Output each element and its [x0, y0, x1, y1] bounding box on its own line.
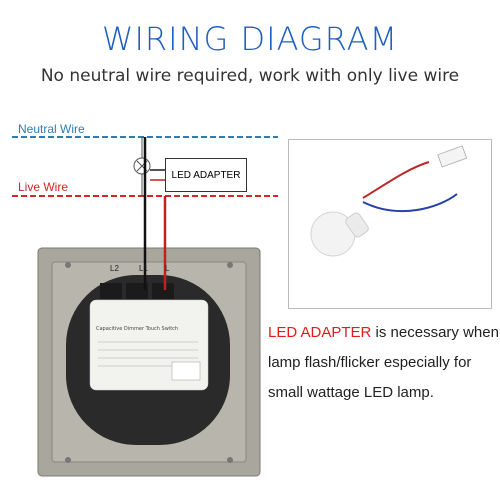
terminal-label: L1 [139, 264, 148, 273]
led-adapter-box: LED ADAPTER [165, 158, 247, 192]
terminal-label: L2 [110, 264, 119, 273]
lamp-symbol [133, 137, 151, 196]
live-wire-label: Live Wire [18, 180, 69, 194]
led-adapter-label: LED ADAPTER [171, 169, 241, 181]
led-lamp-photo [288, 139, 492, 309]
page-title: WIRING DIAGRAM [101, 20, 399, 58]
adapter-caption: LED ADAPTER is necessary when lamp flash… [268, 318, 500, 408]
caption-text: is necessary when lamp flash/flicker esp… [268, 324, 499, 401]
switch-plate-title: Capacitive Dimmer Touch Switch [96, 326, 179, 332]
led-lamp-illustration [310, 145, 468, 257]
page-subtitle: No neutral wire required, work with only… [40, 66, 460, 86]
terminal-label: L [165, 264, 170, 273]
switch-device [37, 137, 261, 477]
neutral-wire-label: Neutral Wire [18, 122, 85, 136]
caption-highlight: LED ADAPTER [268, 324, 372, 341]
